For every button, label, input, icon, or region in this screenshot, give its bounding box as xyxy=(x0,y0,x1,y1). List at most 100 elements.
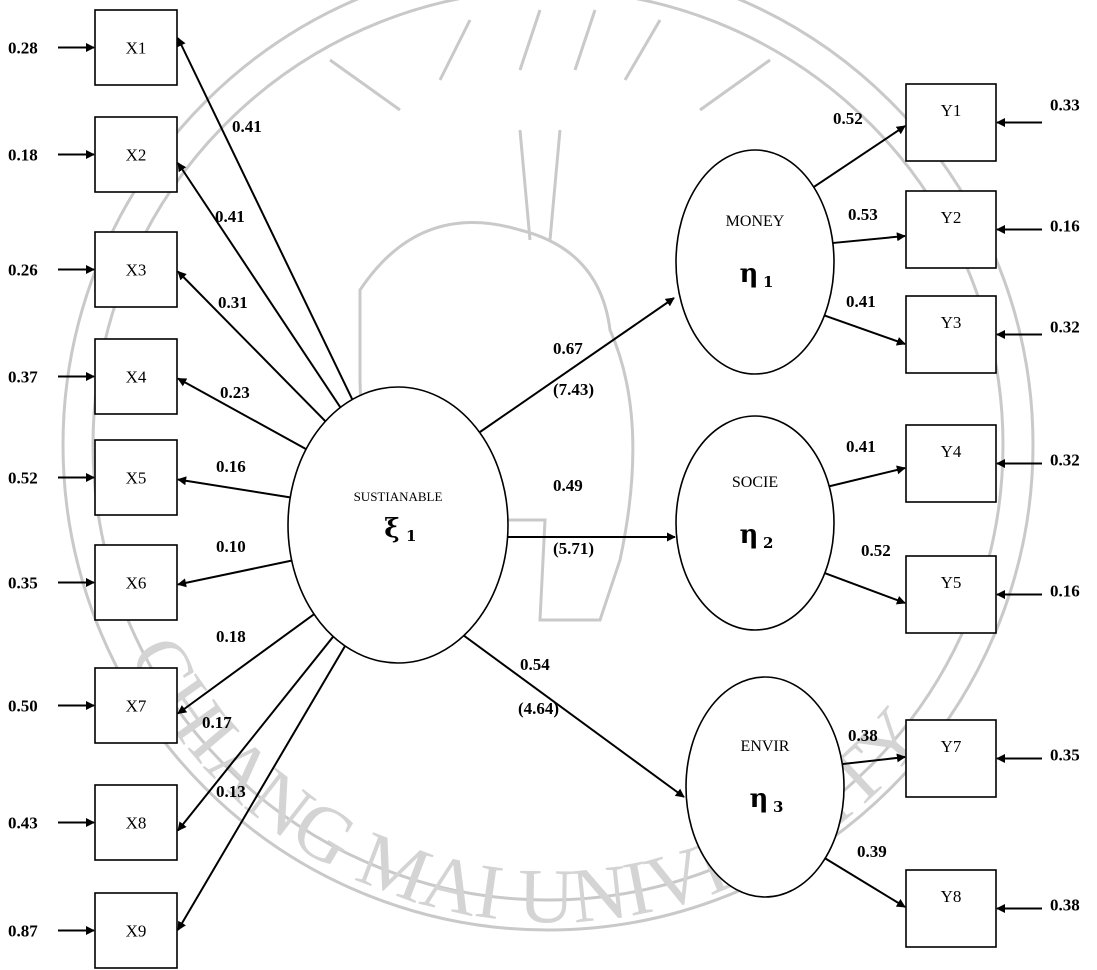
loading-value-y5: 0.52 xyxy=(861,541,891,560)
indicator-label-y7: Y7 xyxy=(941,737,962,756)
indicator-label-x4: X4 xyxy=(126,368,147,387)
latent-name-money: MONEY xyxy=(726,213,785,230)
indicator-label-x1: X1 xyxy=(126,39,147,58)
indicator-box-y4 xyxy=(905,424,997,503)
loading-value-y7: 0.38 xyxy=(848,726,878,745)
path-coef-e: 0.54 xyxy=(520,655,550,674)
loading-value-y3: 0.41 xyxy=(846,292,876,311)
loading-value-x7: 0.18 xyxy=(216,627,246,646)
nodes xyxy=(94,9,997,969)
loading-arrow-x6 xyxy=(177,559,295,588)
latent-money xyxy=(675,149,835,375)
loading-value-x9: 0.13 xyxy=(216,782,246,801)
path-tvalue-e: (4.64) xyxy=(518,699,559,718)
indicator-label-x8: X8 xyxy=(126,814,147,833)
loading-arrow-x2 xyxy=(177,162,343,411)
indicator-box-x7 xyxy=(94,667,178,744)
loading-arrow-y2 xyxy=(831,232,906,245)
path-arrow-m xyxy=(479,297,675,433)
latent-subscript-eta-3: 3 xyxy=(773,798,783,816)
error-value-x5: 0.52 xyxy=(8,469,38,488)
latent-name-envir: ENVIR xyxy=(741,738,790,755)
indicator-label-x6: X6 xyxy=(126,574,147,593)
indicator-box-x4 xyxy=(94,338,178,415)
error-value-y8: 0.38 xyxy=(1050,896,1080,915)
error-value-y5: 0.16 xyxy=(1050,582,1080,601)
loading-arrow-y5 xyxy=(823,571,906,605)
indicator-box-y8 xyxy=(905,869,997,948)
indicator-box-x1 xyxy=(94,9,178,86)
loading-value-y4: 0.41 xyxy=(846,437,876,456)
indicator-box-x6 xyxy=(94,544,178,621)
error-value-y7: 0.35 xyxy=(1050,746,1080,765)
loading-value-y2: 0.53 xyxy=(848,205,878,224)
loading-arrow-x9 xyxy=(177,643,348,931)
loading-arrow-x4 xyxy=(177,377,309,452)
indicator-label-x9: X9 xyxy=(126,922,147,941)
indicator-box-x5 xyxy=(94,439,178,516)
indicator-box-x8 xyxy=(94,784,178,861)
error-value-x9: 0.87 xyxy=(8,922,38,941)
latent-symbol-eta-3: η xyxy=(750,784,769,814)
path-arrow-e xyxy=(462,634,685,798)
indicator-label-x5: X5 xyxy=(126,469,147,488)
loading-arrow-y4 xyxy=(828,465,906,488)
latent-envir xyxy=(685,676,845,898)
error-value-x3: 0.26 xyxy=(8,261,38,280)
latent-socie xyxy=(675,415,835,631)
loading-arrow-y8 xyxy=(823,857,906,908)
error-value-x4: 0.37 xyxy=(8,368,38,387)
watermark-seal: CHIANG MAI UNIVERSITY xyxy=(61,0,1035,940)
loading-value-x4: 0.23 xyxy=(220,383,250,402)
latent-name-socie: SOCIE xyxy=(732,474,778,491)
indicator-label-x3: X3 xyxy=(126,261,147,280)
error-value-y2: 0.16 xyxy=(1050,217,1080,236)
indicator-box-y2 xyxy=(905,190,997,269)
path-coef-s: 0.49 xyxy=(553,476,583,495)
indicator-box-y7 xyxy=(905,719,997,798)
loading-arrow-x7 xyxy=(177,611,317,715)
error-value-y4: 0.32 xyxy=(1050,451,1080,470)
indicator-box-x2 xyxy=(94,116,178,193)
error-value-x7: 0.50 xyxy=(8,697,38,716)
path-tvalue-s: (5.71) xyxy=(553,539,594,558)
loading-arrow-y7 xyxy=(841,753,906,766)
error-value-y1: 0.33 xyxy=(1050,96,1080,115)
latent-subscript-xi: 1 xyxy=(406,527,416,545)
indicator-label-y4: Y4 xyxy=(941,442,962,461)
labels: X10.280.41X20.180.41X30.260.31X40.370.23… xyxy=(8,39,1080,941)
latent-subscript-eta-1: 1 xyxy=(763,273,773,291)
latent-symbol-eta-1: η xyxy=(740,259,759,289)
indicator-label-y3: Y3 xyxy=(941,313,962,332)
path-coef-m: 0.67 xyxy=(553,339,583,358)
latent-sustianable xyxy=(287,386,509,664)
latent-subscript-eta-2: 2 xyxy=(763,534,773,552)
error-value-y3: 0.32 xyxy=(1050,318,1080,337)
loading-value-x8: 0.17 xyxy=(202,713,232,732)
loading-value-x3: 0.31 xyxy=(218,293,248,312)
loading-value-y8: 0.39 xyxy=(857,842,887,861)
loading-value-x5: 0.16 xyxy=(216,457,246,476)
indicator-label-y5: Y5 xyxy=(941,573,962,592)
loading-arrow-x3 xyxy=(177,270,328,424)
error-value-x1: 0.28 xyxy=(8,39,38,58)
indicator-box-y5 xyxy=(905,555,997,634)
error-value-x2: 0.18 xyxy=(8,146,38,165)
latent-name-sustianable: SUSTIANABLE xyxy=(354,489,443,504)
latent-symbol-eta-2: η xyxy=(740,520,759,550)
loading-arrow-x8 xyxy=(177,633,336,832)
loading-value-x1: 0.41 xyxy=(232,117,262,136)
loading-arrow-x5 xyxy=(177,476,293,499)
indicator-label-y2: Y2 xyxy=(941,208,962,227)
latent-symbol-xi: ξ xyxy=(384,514,399,544)
indicator-label-y1: Y1 xyxy=(941,101,962,120)
indicator-label-x7: X7 xyxy=(126,697,147,716)
indicator-label-x2: X2 xyxy=(126,146,147,165)
error-value-x6: 0.35 xyxy=(8,574,38,593)
indicator-box-y1 xyxy=(905,83,997,162)
loading-arrow-x1 xyxy=(177,37,355,403)
loading-value-y1: 0.52 xyxy=(833,109,863,128)
loading-value-x2: 0.41 xyxy=(215,207,245,226)
